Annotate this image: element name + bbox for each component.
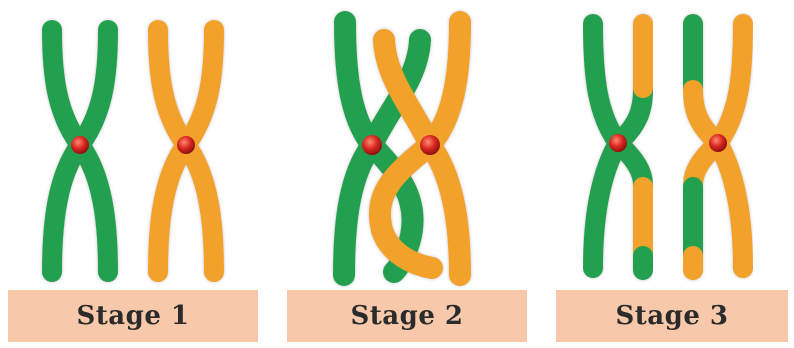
chromatid-arm [344, 145, 372, 275]
chromatid-arm [80, 30, 108, 145]
chromatid-arm [593, 24, 618, 143]
chromatid-arm [158, 145, 186, 272]
chromatid-arm [186, 145, 214, 272]
chromatid-arm [52, 30, 80, 145]
centromere [362, 135, 382, 155]
centromere [177, 136, 195, 154]
stage-2-chromosomes [344, 22, 460, 275]
chromatid-arm [80, 145, 108, 272]
stage-3-label: Stage 3 [556, 290, 788, 342]
chromatid-arm [52, 145, 80, 272]
centromere [420, 135, 440, 155]
centromere [709, 134, 727, 152]
chromatid-arm [593, 143, 618, 268]
chromatid-arm [718, 143, 743, 268]
chromatid-arm [718, 24, 743, 143]
centromere [609, 134, 627, 152]
chromatid-arm [345, 22, 372, 145]
chromatid-arm [186, 30, 214, 145]
chromatid-arm [430, 145, 460, 275]
stage-2-label: Stage 2 [287, 290, 527, 342]
chromatid-arm [158, 30, 186, 145]
centromere [71, 136, 89, 154]
stage-1-label: Stage 1 [8, 290, 258, 342]
chromatid-arm [430, 22, 460, 145]
